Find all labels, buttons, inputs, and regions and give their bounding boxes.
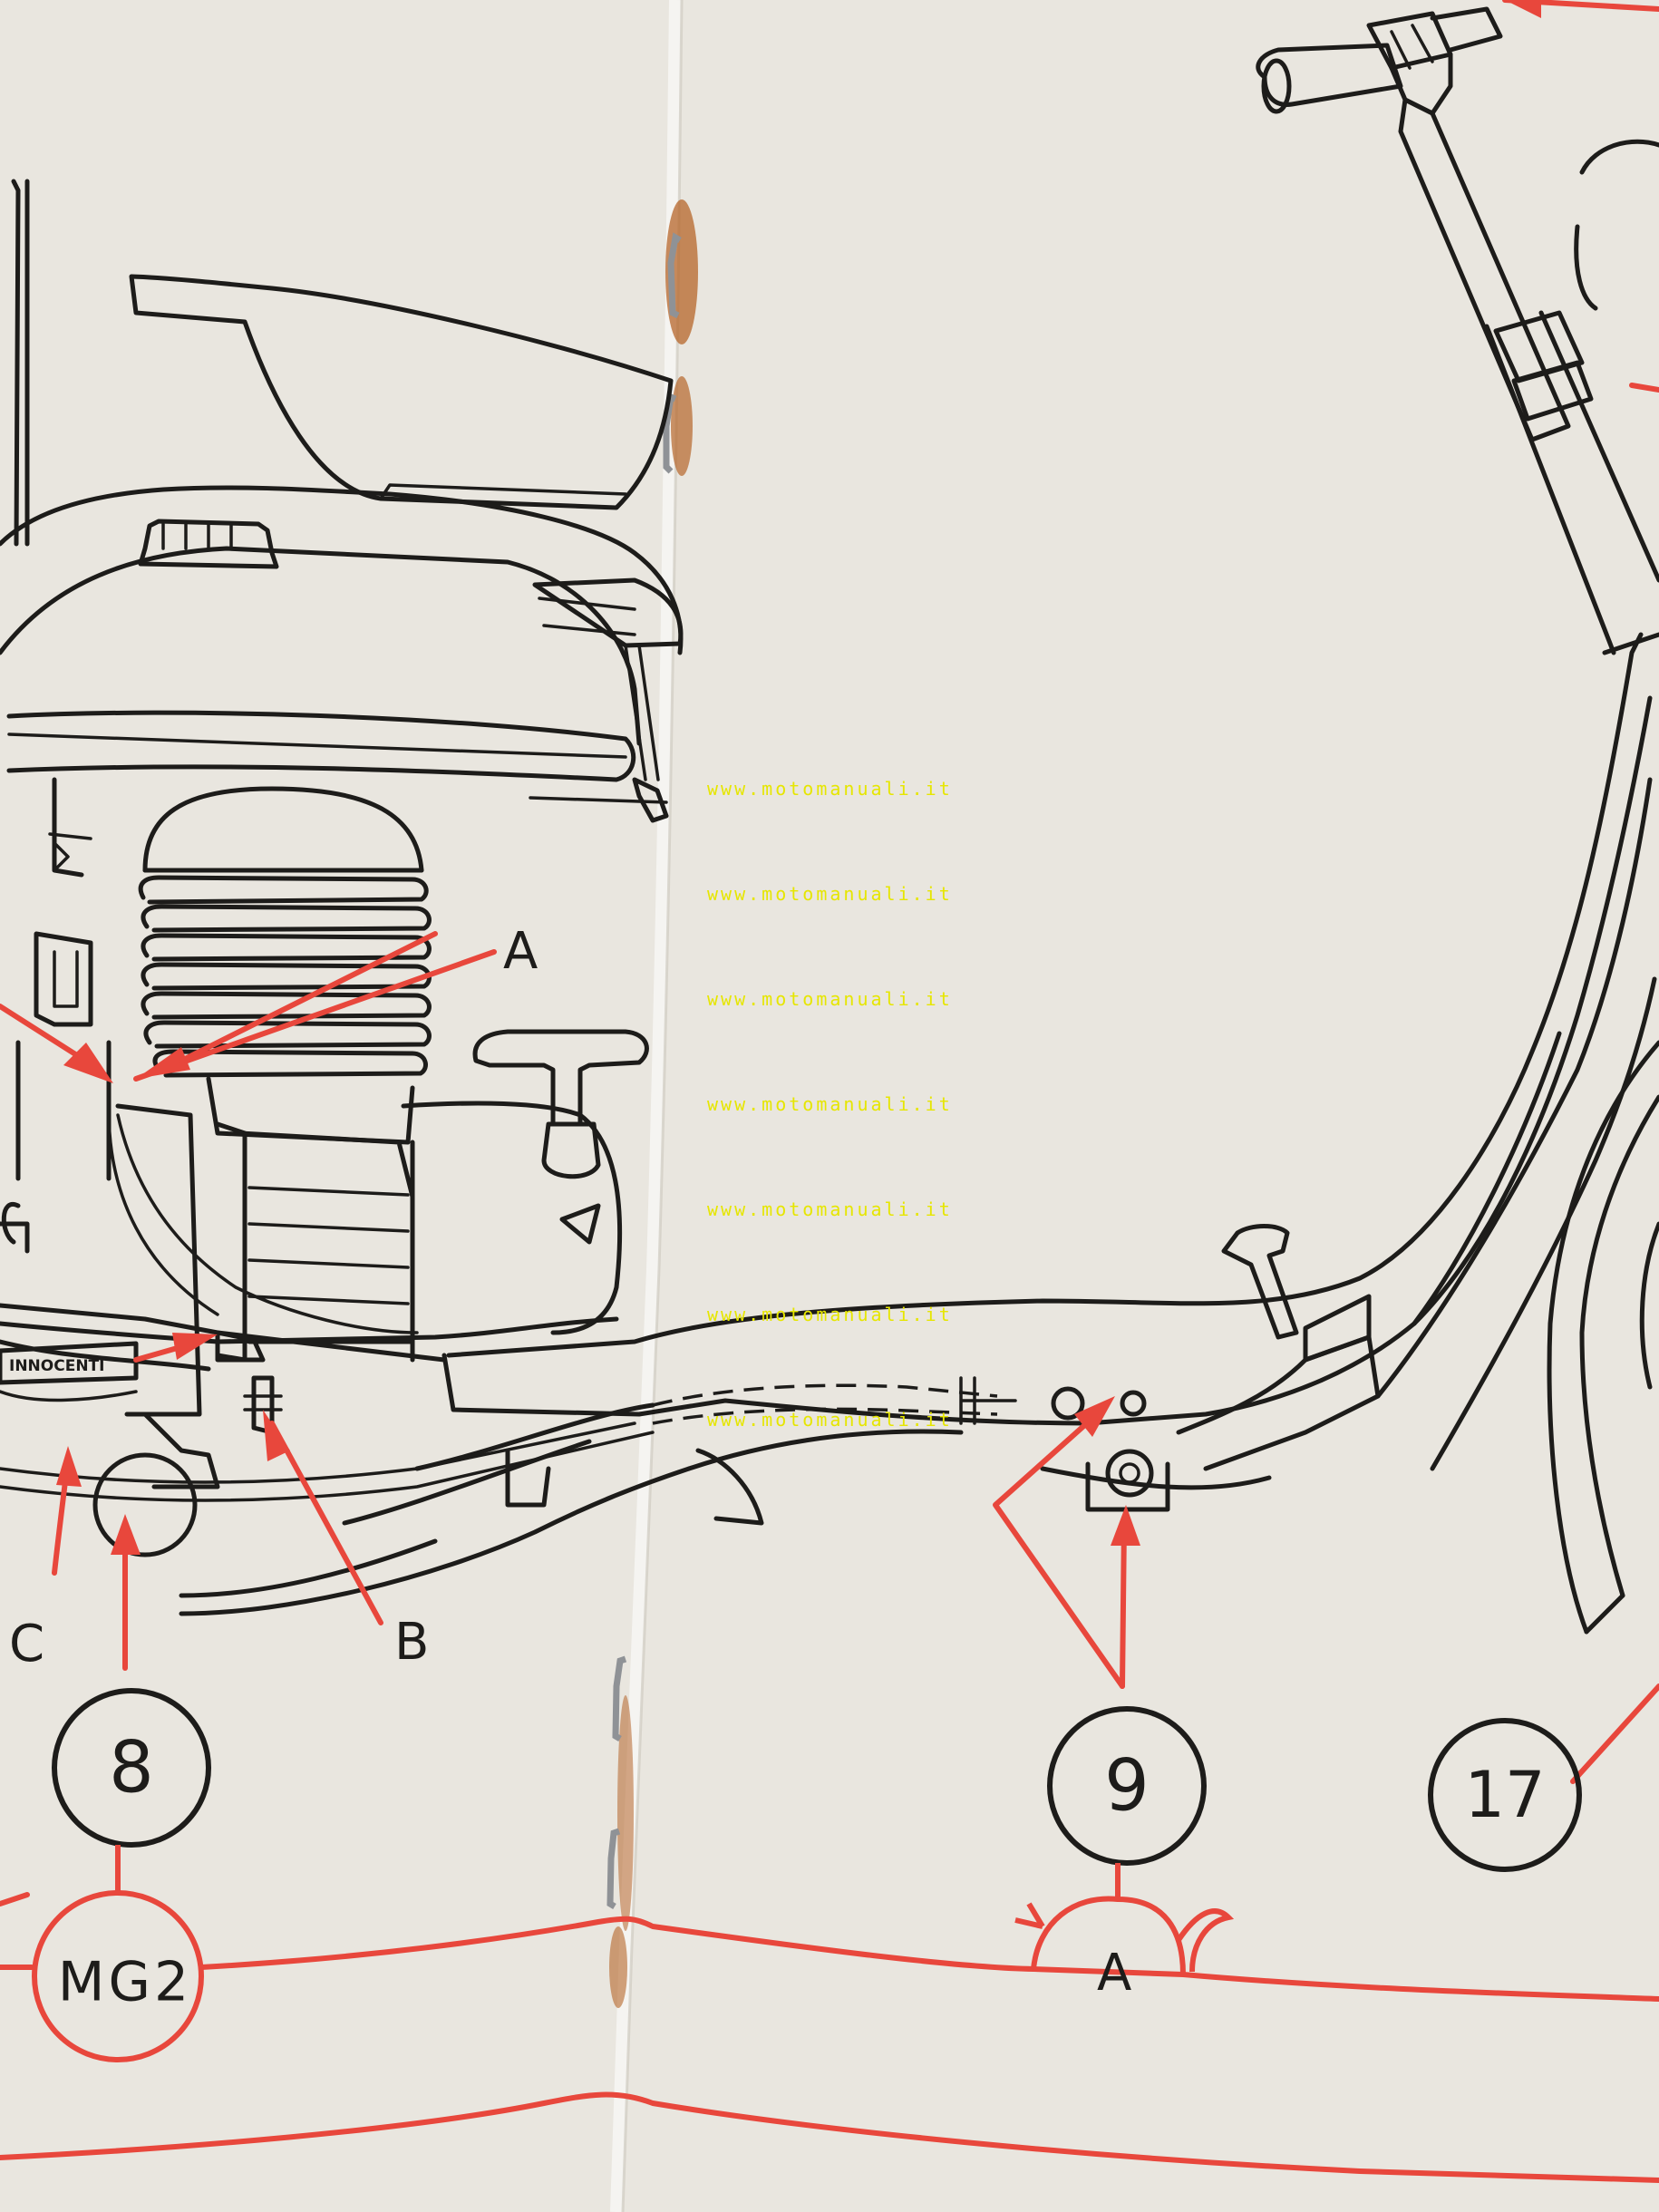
callout-arrows <box>0 0 1659 1784</box>
watermark-3: www.motomanuali.it <box>707 988 953 1010</box>
staples <box>606 232 682 1910</box>
t-handle <box>472 1029 649 1179</box>
cooling-fins <box>138 875 432 1078</box>
badge-text: INNOCENTI <box>9 1357 104 1375</box>
callout-8: 8 <box>52 1688 211 1895</box>
callout-9-number: 9 <box>1104 1745 1150 1827</box>
label-a-upper: A <box>503 922 538 981</box>
front-fender <box>1547 1040 1659 1635</box>
floorboard-frame <box>0 632 1657 1616</box>
engine-wiring <box>0 1109 764 1557</box>
callout-17: 17 <box>1428 1718 1582 1872</box>
callout-17-number: 17 <box>1464 1758 1545 1832</box>
watermark-7: www.motomanuali.it <box>707 1409 953 1431</box>
watermark-1: www.motomanuali.it <box>707 778 953 800</box>
label-b: B <box>394 1613 429 1672</box>
crankcase <box>115 1101 623 1417</box>
watermark-4: www.motomanuali.it <box>707 1093 953 1115</box>
rear-rod <box>11 179 30 547</box>
seat <box>129 274 674 510</box>
callout-9: 9 <box>1047 1706 1207 1899</box>
callout-mg2-text: MG2 <box>58 1951 192 2014</box>
callout-ground-a: A <box>1014 1896 1235 2003</box>
watermark-2: www.motomanuali.it <box>707 883 953 905</box>
watermark-5: www.motomanuali.it <box>707 1198 953 1220</box>
innocenti-badge: INNOCENTI <box>0 1341 139 1402</box>
watermark-6: www.motomanuali.it <box>707 1304 953 1325</box>
red-wiring-loom <box>0 1892 1659 2183</box>
callout-mg2: MG2 <box>32 1890 204 2062</box>
paper-crease <box>609 0 698 2212</box>
letter-labels: A B C <box>9 922 538 1674</box>
callout-8-number: 8 <box>109 1727 154 1809</box>
rear-body-tank <box>0 485 684 823</box>
engine-cylinder <box>138 786 432 1145</box>
callout-ground-a-letter: A <box>1097 1944 1131 2003</box>
label-c: C <box>9 1615 44 1674</box>
internal-cable <box>652 1376 1170 1512</box>
rear-shock <box>15 777 112 1181</box>
steering-column <box>1256 6 1659 655</box>
